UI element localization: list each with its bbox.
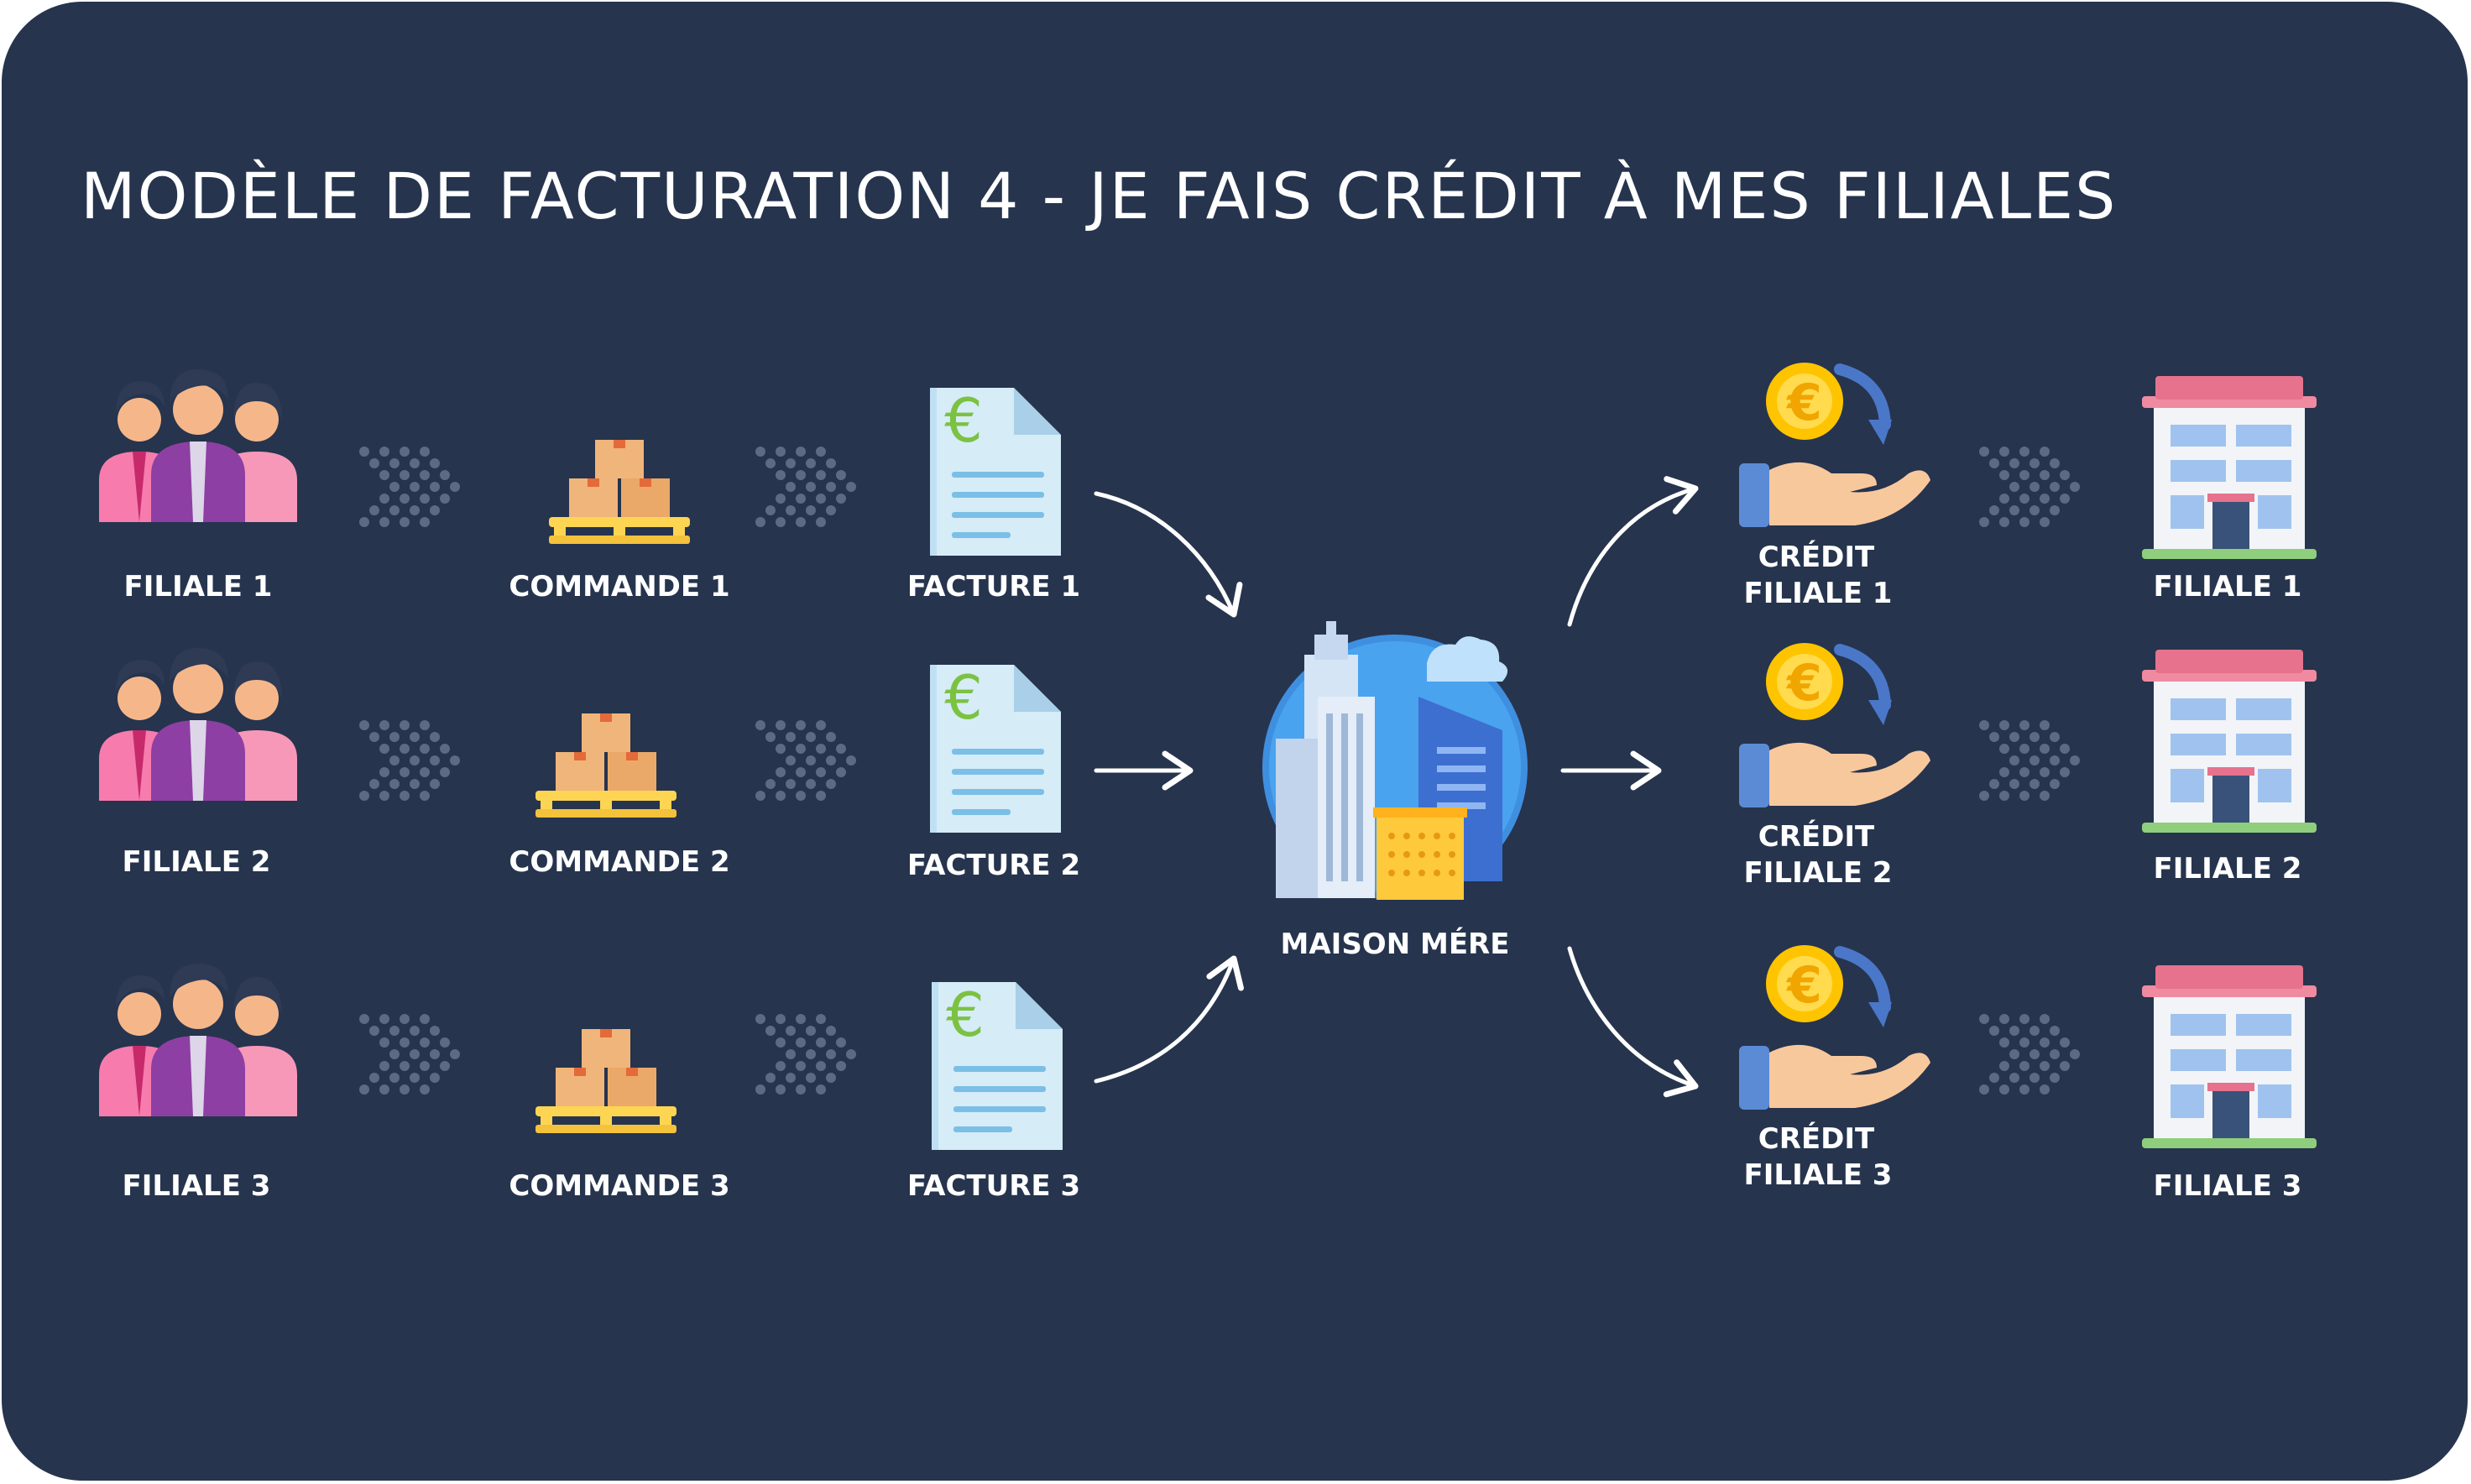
row-1: FILIALE 1 COMMANDE 1 FACTURE 1 CRÉDIT FI… (99, 363, 2317, 610)
facture-label: FACTURE 1 (907, 570, 1080, 604)
credit-label-line2: FILIALE 1 (1744, 577, 1893, 610)
credit-label-line2: FILIALE 3 (1744, 1158, 1893, 1192)
headquarters-buildings-icon (1262, 621, 1528, 900)
commande-label: COMMANDE 3 (509, 1169, 729, 1203)
diagram-title: MODÈLE DE FACTURATION 4 - JE FAIS CRÉDIT… (81, 159, 2117, 233)
commande-label: COMMANDE 2 (509, 845, 729, 879)
credit-label-line2: FILIALE 2 (1744, 856, 1893, 890)
destination-label: FILIALE 2 (2154, 852, 2302, 886)
hub-label: MAISON MÉRE (1281, 927, 1510, 961)
commande-label: COMMANDE 1 (509, 570, 729, 604)
office-building-icon (2142, 650, 2317, 833)
row-2: FILIALE 2 COMMANDE 2 FACTURE 2 CRÉDIT FI… (99, 643, 2317, 890)
credit-label-line1: CRÉDIT (1758, 819, 1875, 854)
row-3: FILIALE 3 COMMANDE 3 FACTURE 3 CRÉDIT FI… (99, 945, 2317, 1203)
arrow-facture1-to-hub (1094, 491, 1243, 618)
arrow-hub-to-credit3 (1567, 946, 1699, 1098)
facture-label: FACTURE 3 (907, 1169, 1080, 1203)
facture-label: FACTURE 2 (907, 849, 1080, 882)
office-building-icon (2142, 376, 2317, 559)
filiale-label: FILIALE 1 (124, 570, 273, 604)
office-building-icon (2142, 965, 2317, 1148)
credit-label-line1: CRÉDIT (1758, 540, 1875, 574)
filiale-label: FILIALE 3 (123, 1169, 271, 1203)
credit-label-line1: CRÉDIT (1758, 1121, 1875, 1156)
filiale-label: FILIALE 2 (123, 845, 271, 879)
destination-label: FILIALE 1 (2154, 570, 2302, 604)
destination-label: FILIALE 3 (2154, 1169, 2302, 1203)
arrow-hub-to-credit1 (1567, 476, 1699, 627)
arrow-facture3-to-hub (1094, 955, 1244, 1084)
